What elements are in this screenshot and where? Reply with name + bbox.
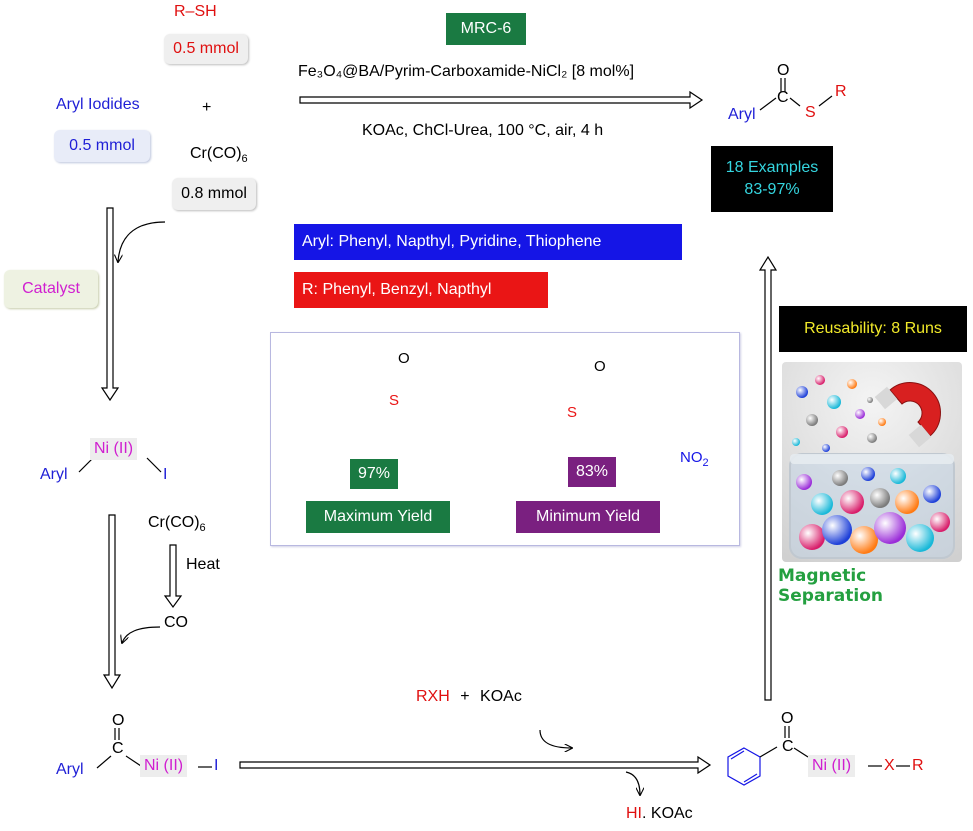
bottom-horizontal-arrow	[239, 755, 712, 775]
magnet-jar-illustration	[782, 362, 962, 562]
examples-box: 18 Examples 83-97%	[711, 146, 833, 212]
max-sulfur: S	[389, 392, 400, 409]
hi-out-curve-arrow	[625, 771, 640, 795]
intermediate3-structure	[727, 726, 910, 786]
rxh-in-curve-arrow	[539, 729, 572, 748]
heat-label: Heat	[186, 556, 220, 573]
cr-amount: 0.8 mmol	[181, 185, 247, 202]
int1-iodide: I	[163, 466, 168, 483]
int2-oxygen: O	[112, 712, 125, 729]
co-step-cr-base: Cr(CO)	[148, 514, 200, 531]
max-oxygen: O	[398, 350, 410, 367]
heat-down-arrow	[163, 544, 183, 609]
reusability-text: Reusability: 8 Runs	[804, 320, 942, 337]
plus-sign: +	[202, 99, 212, 116]
intermediate1-bonds	[78, 457, 162, 473]
product-oxygen: O	[777, 62, 790, 79]
rxh-label: RXH	[416, 688, 450, 705]
aryl-iodides-label: Aryl Iodides	[56, 96, 140, 113]
thiol-label: R–SH	[174, 3, 217, 20]
int2-carbon: C	[112, 740, 124, 757]
int1-ni: Ni (II)	[90, 438, 138, 460]
catalyst-line: Fe₃O₄@BA/Pyrim-Carboxamide-NiCl₂ [8 mol%…	[298, 63, 635, 80]
int3-oxygen: O	[781, 710, 794, 727]
no2-base: NO	[680, 449, 703, 466]
aryl-scope-text: Aryl: Phenyl, Napthyl, Pyridine, Thiophe…	[302, 233, 602, 250]
product-r: R	[835, 83, 847, 100]
left-down-arrow-1	[100, 207, 120, 402]
mrc-label: MRC-6	[460, 20, 512, 37]
int2-iodide: I	[214, 757, 219, 774]
intermediate2-bonds	[96, 728, 212, 769]
int3-x: X	[884, 757, 895, 774]
hi-koac: . KOAc	[642, 805, 693, 822]
catalyst-curve-arrow	[118, 221, 166, 262]
reusability-box: Reusability: 8 Runs	[779, 306, 967, 352]
aryl-amount: 0.5 mmol	[69, 137, 135, 154]
cr-co-label: Cr(CO)6	[190, 145, 248, 165]
no2-label: NO2	[680, 449, 709, 469]
max-yield-label-box: Maximum Yield	[306, 501, 450, 533]
cr-amount-pill: 0.8 mmol	[172, 178, 256, 210]
magnet-jar-svg	[789, 375, 955, 559]
min-yield-label-box: Minimum Yield	[516, 501, 660, 533]
min-yield-label: Minimum Yield	[535, 508, 641, 525]
r-scope-text: R: Phenyl, Benzyl, Napthyl	[302, 281, 492, 298]
conditions-line: KOAc, ChCl-Urea, 100 °C, air, 4 h	[362, 122, 604, 139]
magnetic-separation-label: Magnetic Separation	[778, 566, 884, 606]
min-sulfur: S	[567, 404, 578, 421]
catalyst-pill: Catalyst	[4, 270, 98, 308]
co-step-cr: Cr(CO)6	[148, 514, 206, 534]
min-yield-badge: 83%	[568, 457, 616, 487]
max-yield-value: 97%	[357, 465, 391, 482]
right-up-arrow	[758, 255, 778, 701]
int3-carbon: C	[782, 738, 794, 755]
cr-co-base: Cr(CO)	[190, 145, 242, 162]
thiol-amount-pill: 0.5 mmol	[164, 34, 248, 64]
product-carbon: C	[777, 89, 789, 106]
hi-line: HI. KOAc	[626, 805, 693, 823]
rxh-plus: +	[460, 688, 470, 705]
co-label: CO	[164, 614, 188, 631]
thiol-amount: 0.5 mmol	[173, 40, 239, 57]
product-sulfur: S	[805, 104, 816, 121]
aryl-amount-pill: 0.5 mmol	[54, 130, 150, 162]
examples-count: 18 Examples	[725, 159, 819, 176]
int3-ni: Ni (II)	[808, 755, 856, 777]
product-thioester-structure	[759, 78, 833, 111]
r-scope-box: R: Phenyl, Benzyl, Napthyl	[294, 272, 548, 308]
mrc-badge: MRC-6	[446, 13, 526, 45]
cr-co-sub: 6	[241, 153, 248, 166]
catalyst-label: Catalyst	[22, 280, 80, 297]
int2-aryl: Aryl	[56, 761, 84, 778]
aryl-scope-box: Aryl: Phenyl, Napthyl, Pyridine, Thiophe…	[294, 224, 682, 260]
rxh-koac: KOAc	[480, 688, 522, 705]
co-step-cr-sub: 6	[199, 522, 206, 535]
max-yield-label: Maximum Yield	[323, 508, 433, 525]
main-reaction-arrow	[299, 90, 704, 110]
int3-r: R	[912, 757, 924, 774]
product-aryl: Aryl	[728, 106, 756, 123]
co-curve-arrow	[122, 626, 161, 643]
no2-sub: 2	[702, 457, 709, 469]
max-yield-badge: 97%	[350, 459, 398, 489]
hi-label: HI	[626, 805, 642, 822]
int1-aryl: Aryl	[40, 466, 68, 483]
examples-range: 83-97%	[744, 181, 800, 198]
left-down-arrow-2	[102, 514, 122, 690]
min-yield-value: 83%	[575, 463, 609, 480]
min-oxygen: O	[594, 358, 606, 375]
rxh-line: RXH + KOAc	[416, 688, 522, 706]
int2-ni: Ni (II)	[140, 755, 188, 777]
